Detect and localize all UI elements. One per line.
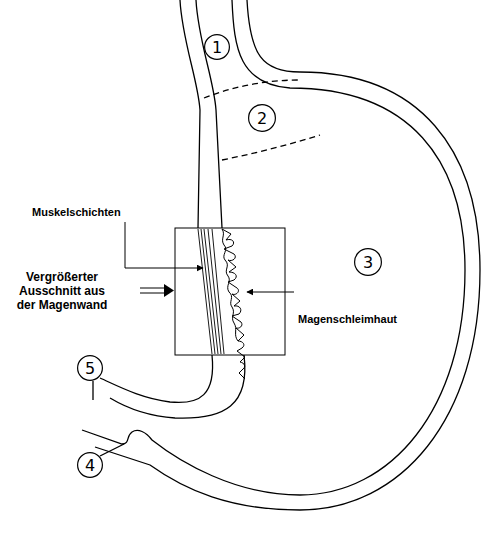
label-arrow — [247, 292, 294, 293]
stomach-wall — [82, 0, 465, 495]
muscle-layer — [204, 229, 218, 354]
callout-circle-shape — [78, 453, 103, 478]
label-arrow — [140, 288, 166, 293]
stomach-wall — [100, 355, 213, 402]
callout-circle: 5 — [77, 355, 103, 381]
stomach-wall — [180, 0, 200, 228]
label-arrow — [125, 222, 203, 268]
callout-circle-shape — [249, 105, 276, 132]
leader-line — [92, 381, 93, 400]
cardia-boundary — [204, 80, 300, 98]
cardia-boundary — [222, 135, 320, 160]
part-label: Magenschleimhaut — [298, 313, 418, 326]
callout-circle: 1 — [204, 34, 230, 60]
callout-circle-shape — [78, 356, 103, 381]
muscle-layer — [212, 229, 224, 354]
mucosa-folds — [222, 229, 245, 379]
stomach-wall — [95, 0, 480, 510]
part-label: Vergrößerter Ausschnitt aus der Magenwan… — [8, 271, 116, 312]
callout-number: 2 — [248, 104, 276, 132]
callout-circle-shape — [355, 249, 382, 276]
muscle-layer — [208, 229, 221, 354]
callout-number: 4 — [77, 452, 103, 478]
callout-circle: 2 — [248, 104, 276, 132]
muscle-layer — [201, 229, 215, 354]
leader-line — [100, 444, 124, 456]
callout-circle: 4 — [77, 452, 103, 478]
callout-number: 1 — [204, 34, 230, 60]
callout-number: 3 — [354, 248, 382, 276]
callout-circle: 3 — [354, 248, 382, 276]
callout-number: 5 — [77, 355, 103, 381]
part-label: Muskelschichten — [32, 206, 152, 219]
stomach-wall — [110, 355, 245, 418]
callout-circle-shape — [205, 35, 230, 60]
label-arrow-head — [164, 284, 174, 297]
